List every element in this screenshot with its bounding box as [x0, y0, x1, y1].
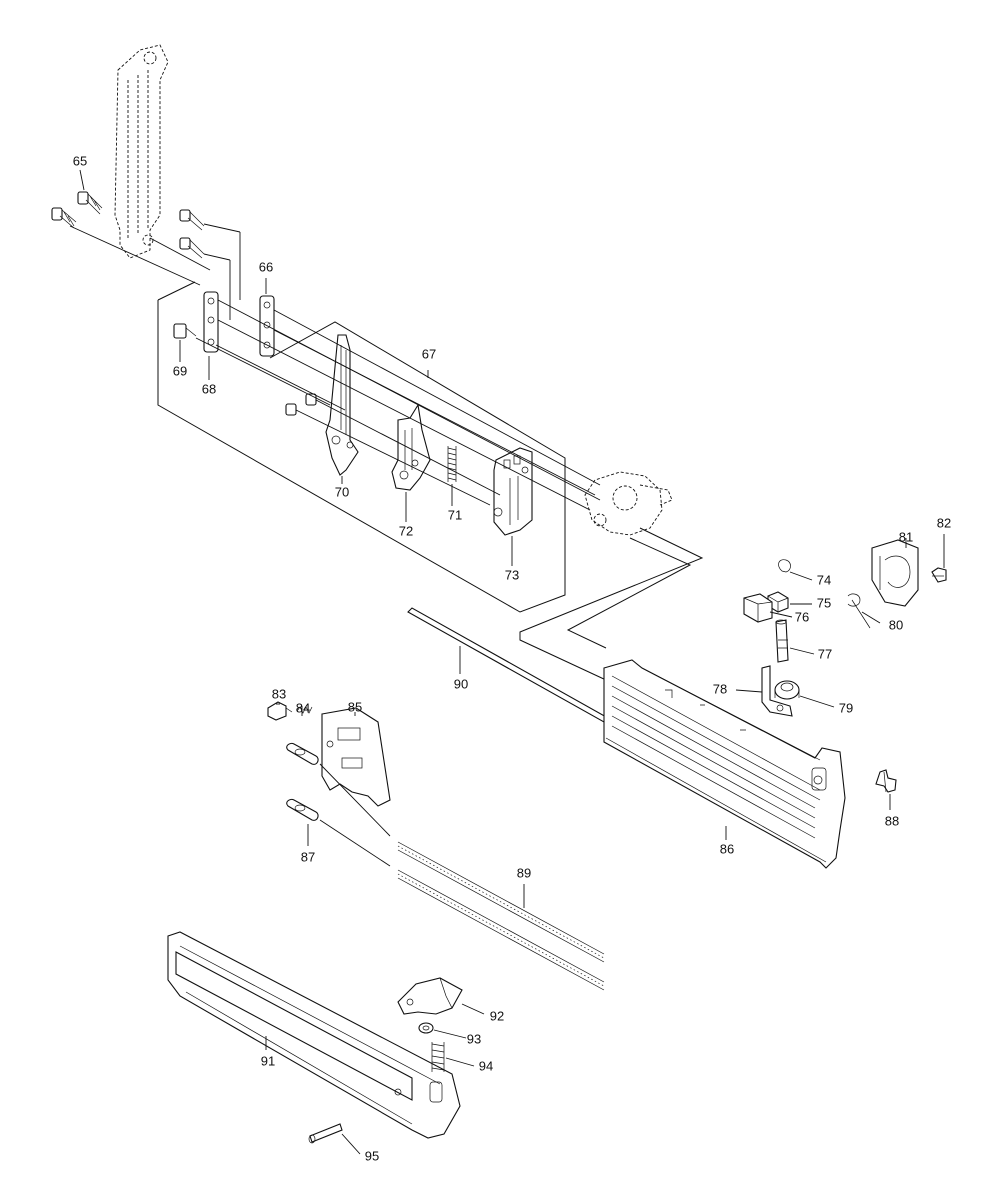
label-92: 92 — [490, 1008, 504, 1023]
label-88: 88 — [885, 813, 899, 828]
label-68: 68 — [202, 381, 216, 396]
latch-72 — [391, 403, 431, 491]
label-65: 65 — [73, 153, 87, 168]
screw-66-b — [179, 237, 205, 259]
label-94: 94 — [479, 1058, 493, 1073]
label-78: 78 — [713, 681, 727, 696]
screw-69 — [173, 323, 197, 339]
spring-71 — [447, 446, 457, 482]
assembly-leaders — [195, 299, 601, 511]
label-leaders — [179, 278, 945, 1155]
label-79: 79 — [839, 700, 853, 715]
label-87: 87 — [301, 849, 315, 864]
label-74: 74 — [817, 572, 831, 587]
spring-89-lower — [397, 869, 605, 991]
spring-80 — [847, 593, 871, 629]
label-81: 81 — [899, 529, 913, 544]
screw-65-lower — [51, 207, 77, 229]
label-73: 73 — [505, 567, 519, 582]
driver-guide-70 — [325, 334, 359, 476]
magazine-cover-91 — [167, 931, 461, 1139]
nose-end-dashed — [584, 471, 673, 536]
label-66: 66 — [259, 259, 273, 274]
assembly-outline-path — [566, 537, 692, 649]
label-67: 67 — [422, 346, 436, 361]
part-labels: 65 66 67 68 69 70 71 72 73 74 75 76 77 7… — [73, 153, 951, 1163]
pin-95 — [308, 1123, 343, 1144]
label-80: 80 — [889, 617, 903, 632]
pusher-plate-85 — [321, 707, 391, 807]
label-95: 95 — [365, 1148, 379, 1163]
screw-65-upper — [77, 191, 103, 215]
label-77: 77 — [818, 646, 832, 661]
clip-83 — [267, 701, 293, 721]
roller-87-lower — [286, 798, 319, 821]
spring-84 — [296, 706, 313, 714]
label-85: 85 — [348, 699, 362, 714]
label-86: 86 — [720, 841, 734, 856]
roller-87-upper — [286, 742, 319, 765]
spring-89-upper — [397, 841, 605, 963]
label-71: 71 — [448, 507, 462, 522]
spring-94 — [431, 1042, 445, 1072]
guide-plate-73 — [493, 447, 533, 536]
nose-housing-dashed — [114, 44, 169, 259]
label-72: 72 — [399, 523, 413, 538]
label-90: 90 — [454, 676, 468, 691]
clip-74 — [778, 559, 791, 573]
small-screws — [285, 393, 317, 416]
bracket-78 — [761, 665, 793, 717]
plate-68 — [203, 291, 219, 353]
screw-82 — [931, 567, 947, 583]
cover-81 — [871, 539, 919, 607]
assembly-outline-path-2 — [519, 527, 704, 681]
block-76 — [743, 593, 773, 623]
lever-92 — [397, 977, 463, 1015]
label-69: 69 — [173, 363, 187, 378]
label-91: 91 — [261, 1053, 275, 1068]
nut-93 — [418, 1022, 434, 1034]
label-84: 84 — [296, 700, 310, 715]
magazine-86 — [603, 659, 846, 869]
label-93: 93 — [467, 1031, 481, 1046]
label-82: 82 — [937, 515, 951, 530]
label-83: 83 — [272, 686, 286, 701]
label-76: 76 — [795, 609, 809, 624]
screw-66-a — [179, 209, 205, 231]
shaft-77 — [775, 619, 789, 663]
pin-88 — [875, 769, 897, 793]
gear-79 — [774, 680, 800, 700]
label-70: 70 — [335, 484, 349, 499]
label-89: 89 — [517, 865, 531, 880]
assembly-box-67 — [157, 281, 566, 613]
label-75: 75 — [817, 595, 831, 610]
